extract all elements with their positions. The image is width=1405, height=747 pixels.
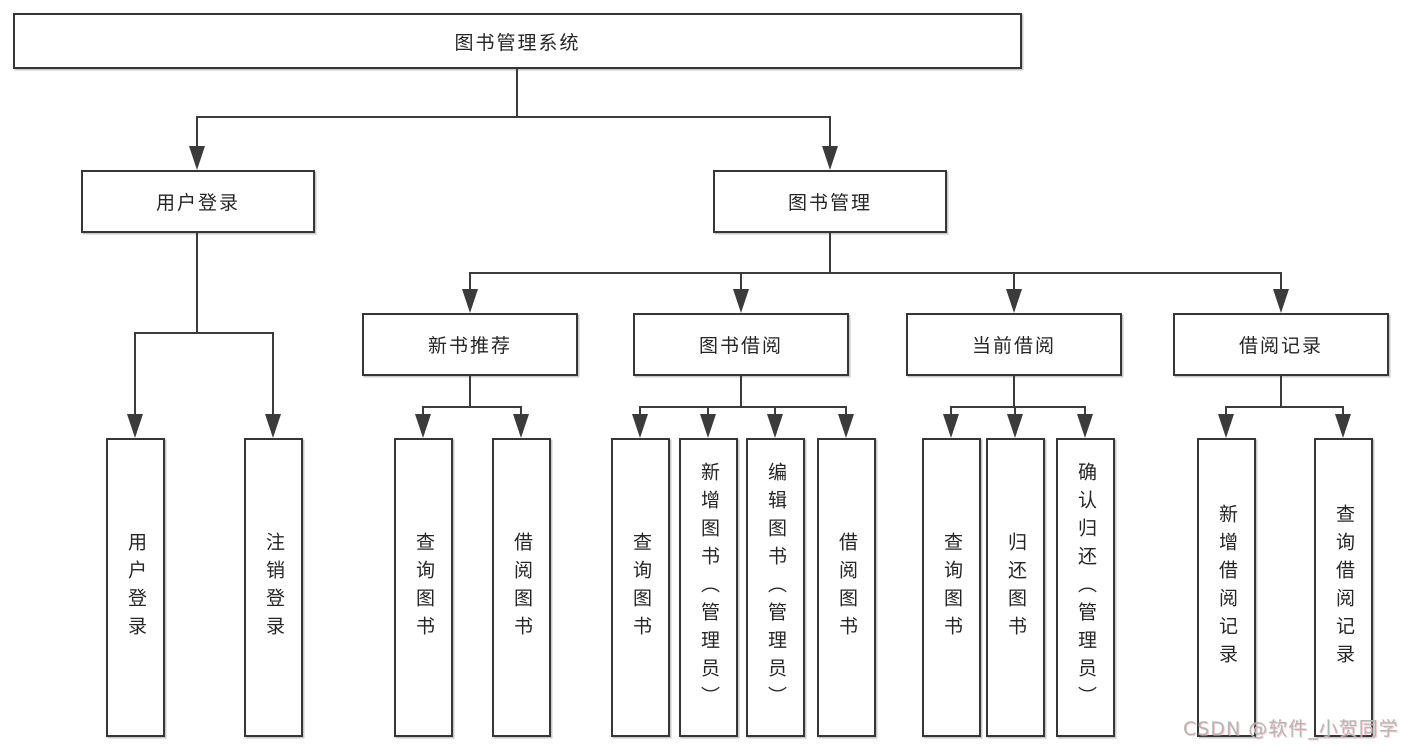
leaf-user-login: 用户登录 <box>106 438 165 737</box>
connector-borrow-records-stem <box>1280 376 1282 408</box>
arrowhead-user-login <box>189 146 205 170</box>
node-label: 当前借阅 <box>971 335 1056 357</box>
connector-to-borrow-records <box>1280 272 1282 289</box>
leaf-query-books-recommend: 查询图书 <box>394 438 453 737</box>
arrowhead-leaf <box>632 414 648 438</box>
connector-to-book-management <box>829 116 831 146</box>
connector-book-borrow-branch <box>639 406 847 408</box>
leaf-label: 用户登录 <box>125 531 147 644</box>
leaf-borrow-books-recommend: 借阅图书 <box>492 438 551 737</box>
node-library-management-system: 图书管理系统 <box>13 13 1022 69</box>
arrowhead-leaf <box>1218 414 1234 438</box>
leaf-label: 确认归还（管理员） <box>1075 461 1097 714</box>
connector-to-new-book <box>469 272 471 289</box>
csdn-watermark: CSDN @软件_小贺同学 <box>1183 718 1399 740</box>
node-label: 新书推荐 <box>427 335 512 357</box>
arrowhead-leaf <box>1007 414 1023 438</box>
leaf-label: 注销登录 <box>263 531 285 644</box>
node-label: 图书借阅 <box>698 335 783 357</box>
arrowhead-new-book <box>462 289 478 313</box>
connector-leaf-stem <box>845 406 847 414</box>
connector-leaf-stem <box>1014 406 1016 414</box>
leaf-label: 新增借阅记录 <box>1216 503 1238 672</box>
connector-root-branch <box>196 116 831 118</box>
node-label: 图书管理系统 <box>454 31 581 54</box>
node-book-borrow: 图书借阅 <box>633 313 849 376</box>
leaf-label: 查询借阅记录 <box>1333 503 1355 672</box>
connector-leaf-stem <box>1342 406 1344 414</box>
leaf-label: 借阅图书 <box>511 531 533 644</box>
arrowhead-leaf <box>1335 414 1351 438</box>
connector-to-current-borrow <box>1013 272 1015 289</box>
connector-user-login-branch <box>134 332 274 334</box>
arrowhead-leaf <box>1077 414 1093 438</box>
leaf-confirm-return-admin: 确认归还（管理员） <box>1056 438 1115 737</box>
leaf-query-borrow-record: 查询借阅记录 <box>1314 438 1373 737</box>
leaf-edit-books-admin: 编辑图书（管理员） <box>746 438 805 737</box>
arrowhead-leaf <box>415 414 431 438</box>
connector-to-user-login <box>196 116 198 146</box>
connector-leaf-stem <box>1225 406 1227 414</box>
arrowhead-leaf <box>513 414 529 438</box>
leaf-logout: 注销登录 <box>244 438 303 737</box>
connector-leaf-stem <box>639 406 641 414</box>
connector-book-management-branch <box>469 272 1282 274</box>
connector-user-login-stem <box>196 233 198 334</box>
node-book-management: 图书管理 <box>713 170 947 233</box>
connector-to-book-borrow <box>740 272 742 289</box>
arrowhead-book-borrow <box>733 289 749 313</box>
node-label: 用户登录 <box>155 192 240 214</box>
arrowhead-leaf <box>838 414 854 438</box>
arrowhead-leaf <box>700 414 716 438</box>
arrowhead-login-leaf <box>127 414 143 438</box>
leaf-label: 新增图书（管理员） <box>698 461 720 714</box>
leaf-label: 查询图书 <box>413 531 435 644</box>
arrowhead-current-borrow <box>1006 289 1022 313</box>
connector-leaf-stem <box>774 406 776 414</box>
arrowhead-leaf <box>943 414 959 438</box>
leaf-label: 归还图书 <box>1005 531 1027 644</box>
leaf-return-books: 归还图书 <box>986 438 1045 737</box>
node-new-book-recommend: 新书推荐 <box>362 313 578 376</box>
connector-leaf-stem <box>422 406 424 414</box>
leaf-query-books-current: 查询图书 <box>922 438 981 737</box>
leaf-borrow-books: 借阅图书 <box>817 438 876 737</box>
leaf-add-books-admin: 新增图书（管理员） <box>679 438 738 737</box>
connector-leaf-stem <box>1084 406 1086 414</box>
node-borrow-records: 借阅记录 <box>1173 313 1389 376</box>
leaf-add-borrow-record: 新增借阅记录 <box>1197 438 1256 737</box>
connector-root-stem <box>516 69 518 118</box>
connector-leaf-stem <box>950 406 952 414</box>
arrowhead-leaf <box>767 414 783 438</box>
leaf-label: 查询图书 <box>941 531 963 644</box>
leaf-query-books-borrow: 查询图书 <box>611 438 670 737</box>
connector-to-login-leaf <box>134 332 136 414</box>
connector-borrow-records-branch <box>1225 406 1344 408</box>
connector-new-book-stem <box>469 376 471 408</box>
arrowhead-book-management <box>822 146 838 170</box>
connector-book-borrow-stem <box>740 376 742 408</box>
connector-to-logout-leaf <box>272 332 274 414</box>
connector-current-borrow-branch <box>950 406 1086 408</box>
node-user-login: 用户登录 <box>81 170 315 233</box>
connector-current-borrow-stem <box>1013 376 1015 408</box>
connector-book-management-stem <box>829 233 831 274</box>
node-label: 借阅记录 <box>1238 335 1323 357</box>
leaf-label: 借阅图书 <box>836 531 858 644</box>
arrowhead-logout-leaf <box>265 414 281 438</box>
node-label: 图书管理 <box>787 192 872 214</box>
leaf-label: 编辑图书（管理员） <box>765 461 787 714</box>
arrowhead-borrow-records <box>1273 289 1289 313</box>
leaf-label: 查询图书 <box>630 531 652 644</box>
connector-leaf-stem <box>520 406 522 414</box>
connector-new-book-branch <box>422 406 522 408</box>
node-current-borrow: 当前借阅 <box>906 313 1122 376</box>
connector-leaf-stem <box>707 406 709 414</box>
